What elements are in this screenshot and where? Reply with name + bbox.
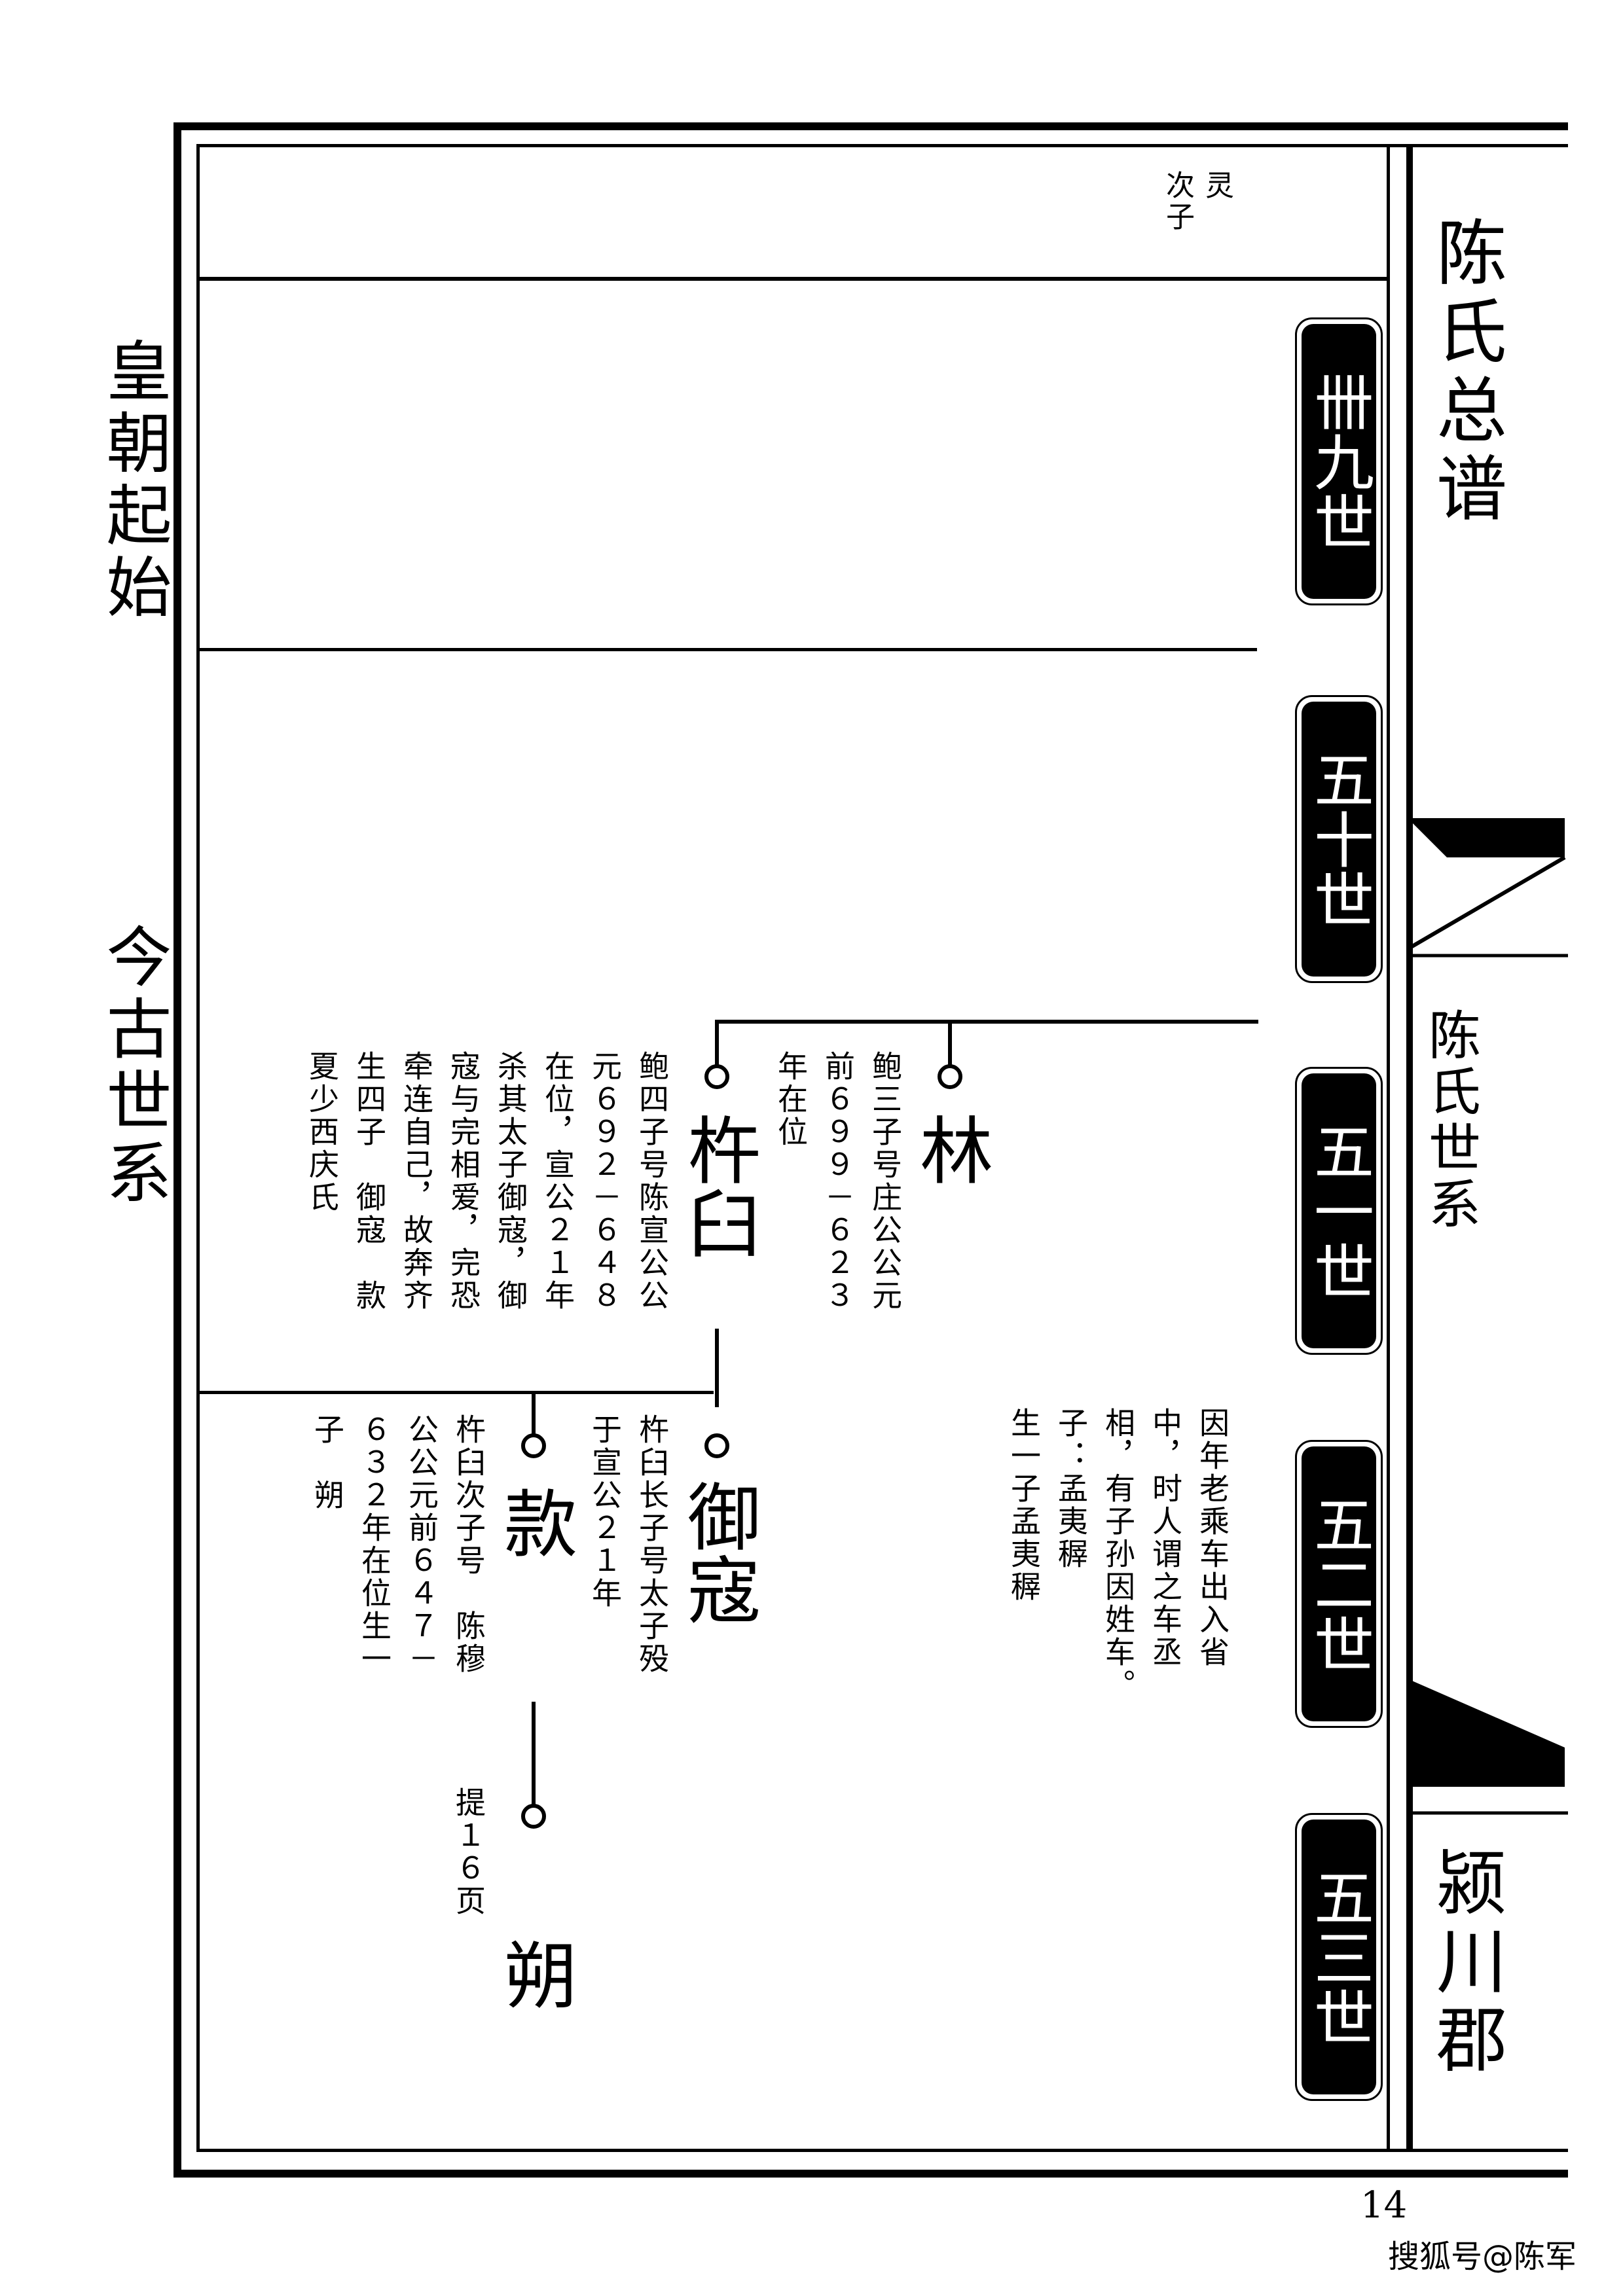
person-bio-chujiu: 元６９２－６４８ [587, 1050, 623, 1312]
person-bio-kuan: 公公元前６４７－ [404, 1414, 439, 1676]
right-title-top: 陈氏总谱 [1425, 216, 1506, 530]
left-title-top: 皇朝起始 [95, 337, 172, 625]
node-marker-chujiu [704, 1064, 729, 1089]
right-title-bottom: 颍川郡 [1425, 1846, 1506, 2081]
generation-label: 五三世 [1295, 1813, 1383, 2101]
person-note-lin: 中，时人谓之车丞 [1148, 1407, 1183, 1669]
node-marker-kuan [521, 1433, 546, 1458]
frame-top-inner [196, 144, 1568, 147]
right-tab-shapes [1408, 818, 1568, 1815]
top-note-col-1: 灵 [1200, 170, 1233, 202]
person-bio-chujiu: 牵连自己，故奔齐 [399, 1050, 434, 1312]
node-marker-shuo [521, 1804, 546, 1829]
generation-label: 五十世 [1295, 695, 1383, 983]
generation-label: 卌九世 [1295, 317, 1383, 605]
person-bio-chujiu: 夏少西庆氏 [304, 1050, 340, 1214]
person-bio-lin: 鲍三子号庄公公元 [867, 1050, 903, 1312]
left-title-bottom: 今古世系 [95, 923, 172, 1211]
person-bio-kuan: 子 朔 [310, 1414, 345, 1512]
person-name-yukou: 御寇 [675, 1479, 760, 1626]
frame-left-inner [196, 144, 200, 2152]
person-bio-yukou: 于宣公２１年 [587, 1414, 623, 1610]
person-bio-yukou: 杵臼长子号太子殁 [634, 1414, 670, 1676]
watermark: 搜狐号@陈军 [1388, 2238, 1577, 2275]
person-name-kuan: 款 [492, 1486, 577, 1559]
node-marker-lin [938, 1064, 962, 1089]
person-note-lin: 子：孟夷稺 [1053, 1407, 1089, 1571]
frame-top-outer [173, 122, 1568, 130]
frame-left-outer [173, 122, 181, 2178]
person-bio-lin: 年在位 [773, 1050, 809, 1149]
tree-drop-shuo [532, 1702, 536, 1806]
divider-row-3 [196, 1391, 714, 1394]
person-bio-chujiu: 鲍四子号陈宣公公 [634, 1050, 670, 1312]
page-number: 14 [1360, 2184, 1408, 2227]
node-marker-yukou [704, 1433, 729, 1458]
person-name-shuo: 朔 [492, 1937, 577, 2011]
person-bio-kuan: ６３２年在位生一 [357, 1414, 392, 1676]
frame-bottom-inner [196, 2149, 1568, 2152]
person-name-lin: 林 [907, 1113, 993, 1186]
tree-drop-lin [948, 1020, 952, 1066]
person-name-chujiu: 杵臼 [675, 1113, 760, 1259]
right-title-mid: 陈氏世系 [1420, 1008, 1481, 1233]
person-note-lin: 相，有子孙因姓车。 [1101, 1407, 1136, 1702]
generation-label: 五一世 [1295, 1067, 1383, 1355]
person-note-lin: 生一子孟夷稺 [1006, 1407, 1042, 1604]
divider-row-1 [196, 277, 1388, 281]
person-bio-chujiu: 杀其太子御寇，御 [493, 1050, 528, 1312]
frame-bottom-outer [173, 2170, 1568, 2178]
tree-drop-chujiu [715, 1020, 719, 1066]
person-note-lin: 因年老乘车出入省 [1195, 1407, 1230, 1669]
top-note-col-2: 次子 [1161, 170, 1194, 233]
frame-right-1 [1387, 144, 1390, 2152]
tree-drop-kuan [532, 1391, 536, 1437]
person-ref-kuan: 提１６页 [451, 1787, 486, 1918]
person-bio-chujiu: 寇与完相爱，完恐 [446, 1050, 481, 1312]
person-bio-kuan: 杵臼次子号 陈穆 [451, 1414, 486, 1676]
tree-trunk-chujiu [715, 1329, 719, 1407]
generation-label: 五二世 [1295, 1440, 1383, 1728]
frame-right-2 [1406, 144, 1413, 2152]
person-bio-chujiu: 在位，宣公２１年 [540, 1050, 575, 1312]
person-bio-chujiu: 生四子 御寇 款 [352, 1050, 387, 1312]
person-bio-lin: 前６９９－６２３ [820, 1050, 856, 1312]
divider-row-2 [196, 648, 1257, 651]
tree-line-gen51 [715, 1020, 1258, 1024]
